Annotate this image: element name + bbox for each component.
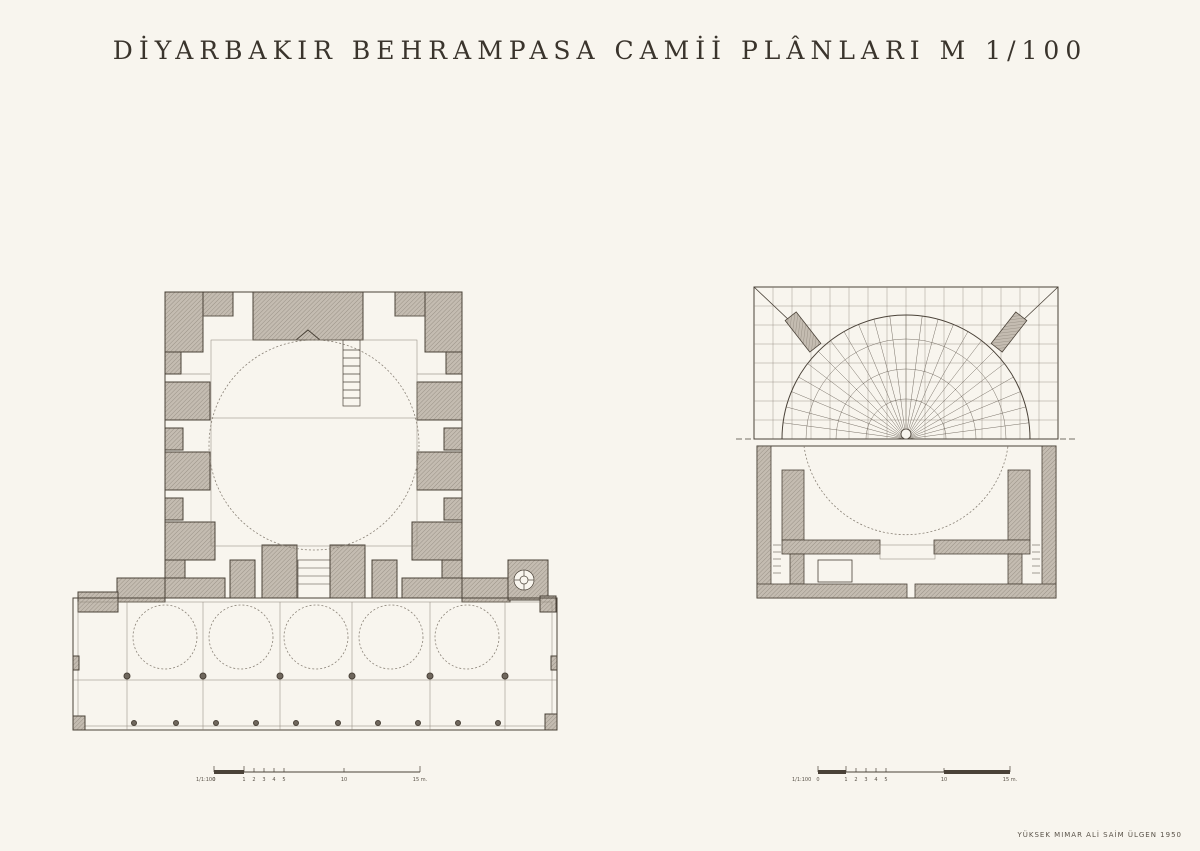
ground-plan-scale-bar: [213, 766, 421, 774]
prayer-hall-walls: [77, 291, 557, 613]
roof-plan: [736, 286, 1078, 599]
roof-scale-label: 1/1:100: [792, 777, 811, 783]
main-dome-outline: [208, 339, 420, 551]
roof-plan-scale-bar: [817, 766, 1011, 774]
roof-scale-tick: 5: [884, 777, 887, 783]
section-walls: [756, 445, 1057, 599]
ground-scale-tick: 5: [282, 777, 285, 783]
ground-scale-tick: 3: [262, 777, 265, 783]
roof-scale-tick: 10: [941, 777, 947, 783]
roof-scale-tick: 0: [816, 777, 819, 783]
entrance-steps: [297, 559, 331, 599]
minbar-stair: [342, 339, 361, 407]
roof-scale-tick: 1: [844, 777, 847, 783]
ground-plan: [72, 291, 558, 731]
ground-scale-tick: 15 m.: [413, 777, 428, 783]
dome-roof-outline: [781, 314, 1031, 440]
ground-scale-label: 1/1:100: [196, 777, 215, 783]
ground-scale-tick: 1: [242, 777, 245, 783]
roof-scale-tick: 2: [854, 777, 857, 783]
portico-domes: [132, 604, 500, 670]
roof-scale-tick: 3: [864, 777, 867, 783]
ground-scale-tick: 4: [272, 777, 275, 783]
minaret: [513, 569, 535, 591]
ground-scale-tick: 0: [212, 777, 215, 783]
ground-scale-tick: 2: [252, 777, 255, 783]
roof-scale-tick: 15 m.: [1003, 777, 1018, 783]
portico-columns: [123, 672, 509, 726]
roof-scale-tick: 4: [874, 777, 877, 783]
sheet-title: DİYARBAKIR BEHRAMPASA CAMİİ PLÂNLARI M 1…: [112, 36, 1088, 65]
ground-scale-tick: 10: [341, 777, 347, 783]
architect-credit: YÜKSEK MIMAR ALİ SAİM ÜLGEN 1950: [1017, 831, 1182, 839]
portico-outline: [72, 597, 558, 731]
